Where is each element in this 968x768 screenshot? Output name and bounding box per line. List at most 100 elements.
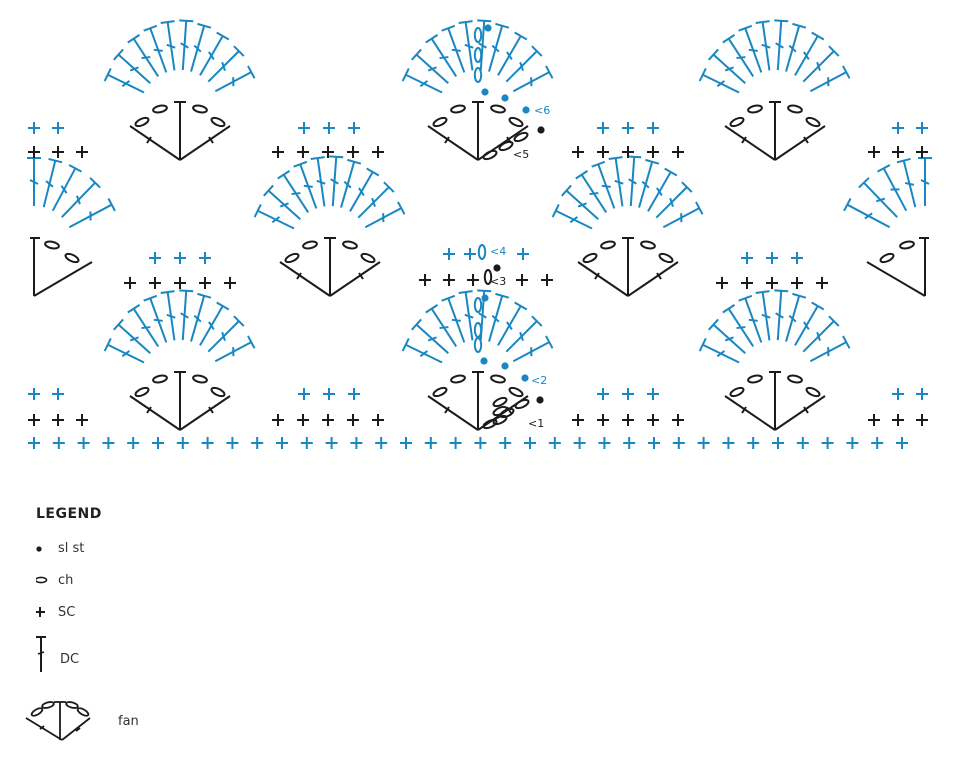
blue-fan-dcs bbox=[103, 289, 256, 364]
dc-tick bbox=[221, 331, 226, 341]
foundation-sc bbox=[201, 437, 214, 449]
chain-oval-icon bbox=[64, 252, 80, 264]
double-crochet-t-icon bbox=[708, 318, 746, 354]
fan-right-edge bbox=[774, 395, 826, 431]
double-crochet-t-icon bbox=[774, 19, 789, 71]
chain-oval-icon bbox=[477, 244, 487, 260]
sl-st-dot-icon bbox=[522, 106, 530, 114]
double-crochet-t-icon bbox=[42, 157, 63, 208]
blue-rows-layer bbox=[27, 19, 932, 449]
single-crochet-plus-icon bbox=[28, 146, 40, 158]
double-crochet-t-icon bbox=[608, 156, 624, 207]
chain-oval-icon bbox=[432, 386, 448, 398]
dc-top-bar bbox=[738, 24, 753, 32]
chain-oval-icon bbox=[36, 576, 48, 584]
blue-fan-dcs bbox=[401, 19, 554, 94]
single-crochet-plus-icon bbox=[297, 146, 309, 158]
double-crochet-t-icon bbox=[722, 34, 755, 77]
dc-tick bbox=[121, 80, 131, 88]
dc-tick bbox=[478, 312, 487, 319]
dc-top-bar bbox=[531, 45, 543, 57]
foundation-sc bbox=[796, 437, 809, 449]
dc-top-bar bbox=[627, 155, 642, 159]
foundation-sc bbox=[772, 437, 784, 449]
double-crochet-t-icon bbox=[551, 204, 593, 230]
fan-right-edge bbox=[329, 261, 381, 297]
dc-top-bar bbox=[247, 335, 256, 349]
dc-tick bbox=[303, 184, 313, 188]
double-crochet-t-icon bbox=[329, 155, 344, 207]
foundation-sc bbox=[251, 437, 264, 449]
single-crochet-plus-icon bbox=[868, 146, 880, 158]
dc-top-bar bbox=[755, 20, 770, 25]
fan-tick bbox=[741, 406, 747, 414]
legend-label-sl-st: sl st bbox=[58, 541, 85, 556]
legend-item-dc: DC bbox=[36, 634, 296, 678]
dc-tick bbox=[166, 313, 176, 319]
dc-tick bbox=[736, 326, 746, 330]
double-crochet-t-icon bbox=[199, 301, 230, 346]
dc-tick bbox=[193, 314, 202, 323]
dc-tick bbox=[153, 48, 163, 52]
dc-top-bar bbox=[458, 290, 473, 295]
double-crochet-t-icon bbox=[401, 338, 443, 364]
sl-st-dot-icon bbox=[481, 294, 489, 302]
dc-top-bar bbox=[738, 294, 753, 302]
single-crochet-plus-icon bbox=[716, 277, 728, 289]
foundation-sc bbox=[226, 437, 239, 449]
dc-top-bar bbox=[397, 201, 406, 215]
double-crochet-t-icon bbox=[638, 158, 660, 208]
double-crochet-t-icon bbox=[160, 290, 176, 341]
dc-top-bar bbox=[103, 338, 112, 352]
double-crochet-t-icon bbox=[214, 335, 256, 363]
single-crochet-plus-icon bbox=[272, 414, 284, 426]
dc-tick bbox=[60, 185, 68, 194]
double-crochet-t-icon bbox=[127, 34, 160, 77]
chain-oval-icon bbox=[192, 374, 208, 384]
double-crochet-t-icon bbox=[505, 315, 543, 353]
foundation-sc bbox=[722, 437, 735, 449]
dc-tick bbox=[614, 179, 624, 185]
fan-right-edge bbox=[774, 125, 826, 161]
row-markers-layer: <1 <2 <3 <4 <5 <6 bbox=[490, 104, 550, 430]
double-crochet-t-icon bbox=[575, 170, 608, 213]
fan-left-edge bbox=[279, 261, 331, 297]
dc-tick bbox=[439, 56, 449, 60]
double-crochet-t-icon bbox=[458, 20, 474, 71]
single-crochet-plus-icon bbox=[791, 252, 803, 264]
foundation-sc bbox=[424, 437, 437, 449]
dc-top-bar bbox=[293, 160, 308, 168]
single-crochet-plus-icon bbox=[52, 388, 64, 400]
double-crochet-t-icon bbox=[774, 289, 789, 341]
single-crochet-plus-icon bbox=[892, 122, 904, 134]
double-crochet-t-icon bbox=[425, 304, 458, 347]
chain-oval-icon bbox=[210, 386, 226, 398]
legend-label-fan: fan bbox=[118, 714, 139, 729]
dc-tick bbox=[904, 181, 915, 186]
dc-tick bbox=[180, 42, 189, 49]
dc-top-bar bbox=[143, 294, 158, 302]
chain-oval-icon bbox=[432, 116, 448, 128]
double-crochet-t-icon bbox=[662, 201, 704, 229]
single-crochet-plus-icon bbox=[199, 252, 211, 264]
single-crochet-plus-icon bbox=[149, 252, 161, 264]
dc-top-bar bbox=[425, 34, 439, 44]
single-crochet-plus-icon bbox=[419, 274, 431, 286]
double-crochet-t-icon bbox=[505, 45, 543, 83]
single-crochet-plus-icon bbox=[916, 414, 928, 426]
foundation-sc bbox=[152, 437, 164, 449]
sl-st-dot-icon bbox=[480, 357, 488, 365]
dc-tick bbox=[628, 178, 637, 185]
dc-top-bar bbox=[113, 48, 124, 61]
dc-top-bar bbox=[366, 167, 380, 177]
dc-tick bbox=[121, 350, 131, 358]
single-crochet-plus-icon bbox=[298, 388, 310, 400]
single-crochet-plus-icon bbox=[916, 388, 928, 400]
dc-top-bar bbox=[179, 19, 194, 23]
foundation-sc bbox=[747, 437, 760, 449]
chain-oval-icon bbox=[513, 131, 529, 143]
dc-top-bar bbox=[708, 48, 719, 61]
dc-tick bbox=[180, 312, 189, 319]
dc-top-bar bbox=[495, 22, 510, 29]
dc-top-bar bbox=[755, 290, 770, 295]
